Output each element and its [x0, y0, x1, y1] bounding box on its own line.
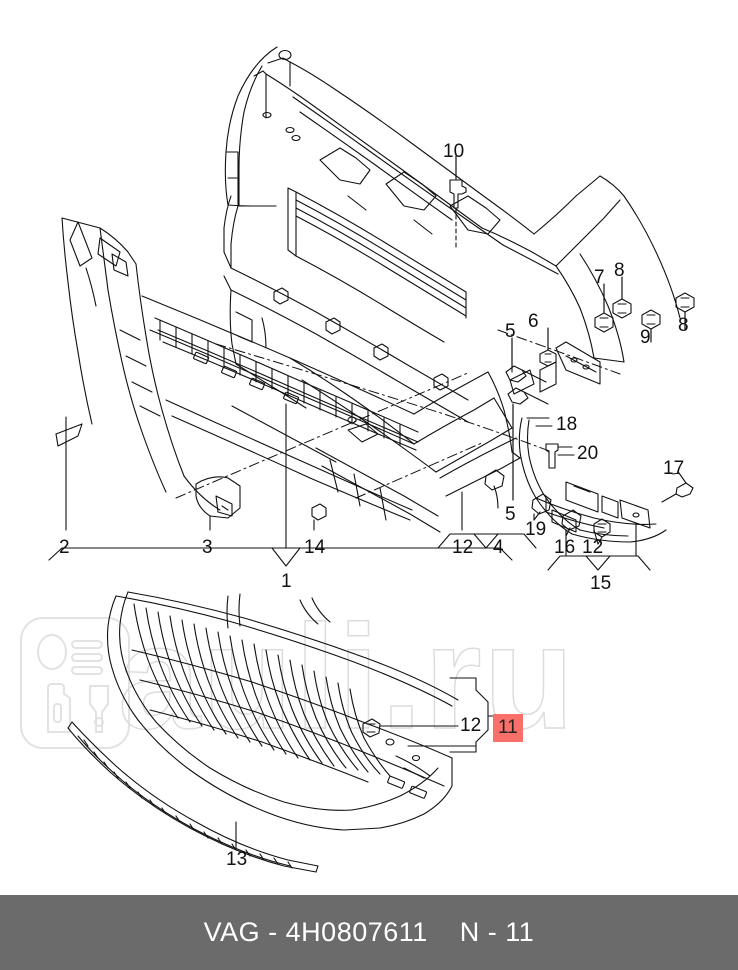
callout-11-highlighted: 11: [493, 714, 523, 742]
callout-17: 17: [663, 458, 685, 479]
callout-10: 10: [443, 141, 465, 162]
callout-12-a: 12: [452, 537, 474, 558]
callout-12-b: 12: [582, 537, 604, 558]
callout-8-upper: 8: [614, 260, 625, 281]
callout-7: 7: [594, 267, 605, 288]
callout-18: 18: [556, 414, 578, 435]
assembly-axis-lines: [175, 329, 621, 499]
callout-9: 9: [640, 327, 651, 348]
callout-16: 16: [554, 537, 576, 558]
callout-4: 4: [493, 537, 504, 558]
lower-reinforcement-bracket: [518, 417, 694, 545]
lower-trim-strip: [67, 721, 319, 873]
callout-15: 15: [590, 573, 612, 594]
front-bumper-cover: [61, 217, 521, 533]
lower-grille-part: [106, 591, 459, 831]
footer-bar: VAG - 4H0807611 N - 11: [0, 895, 738, 970]
callout-8-right: 8: [678, 315, 689, 336]
callout-12-c: 12: [460, 715, 482, 736]
callout-5-lower: 5: [505, 504, 516, 525]
radiator-support-structure: [223, 46, 681, 423]
part-number-caption: VAG - 4H0807611 N - 11: [203, 917, 535, 947]
callout-3: 3: [202, 537, 213, 558]
callout-19: 19: [525, 519, 547, 540]
callout-14: 14: [304, 537, 326, 558]
callout-6: 6: [528, 311, 539, 332]
callout-13: 13: [226, 849, 248, 870]
fasteners-group: [449, 155, 695, 501]
callout-5-upper: 5: [505, 321, 516, 342]
callout-2: 2: [59, 537, 70, 558]
leader-lines: [48, 155, 686, 849]
callout-1: 1: [281, 571, 292, 592]
callout-20: 20: [577, 443, 599, 464]
